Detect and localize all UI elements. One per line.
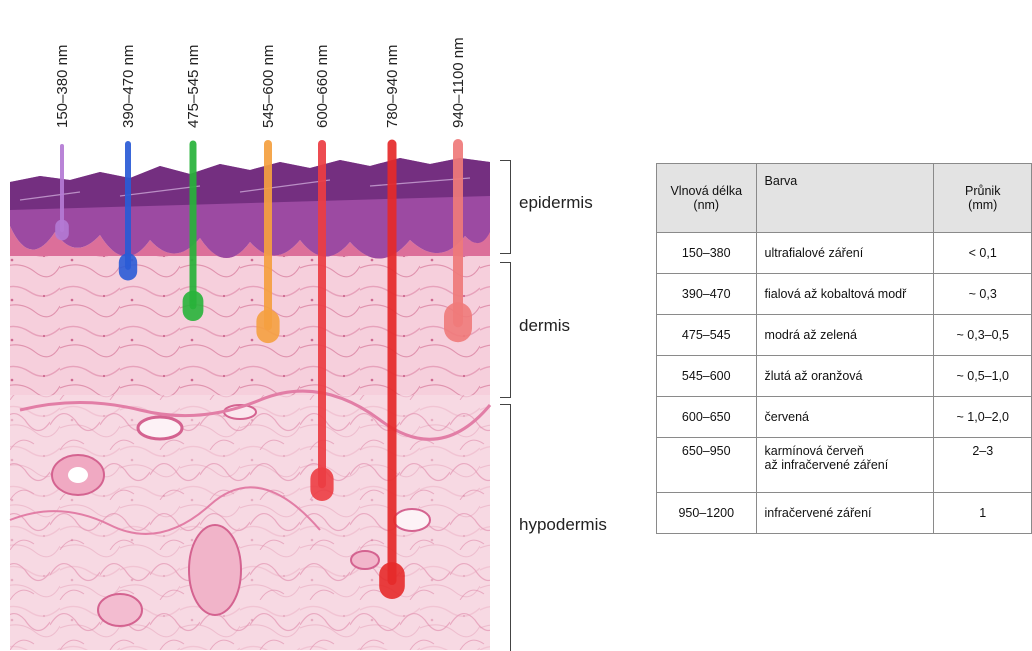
probe-tip	[119, 253, 137, 280]
cell-wavelength: 150–380	[657, 233, 757, 274]
wavelength-label: 545–600 nm	[260, 45, 277, 128]
cell-wavelength: 600–650	[657, 397, 757, 438]
cell-wavelength: 950–1200	[657, 493, 757, 534]
wavelength-label: 780–940 nm	[384, 45, 401, 128]
table-row: 600–650 červená ~ 1,0–2,0	[657, 397, 1032, 438]
wavelength-label: 150–380 nm	[54, 45, 71, 128]
table-row: 950–1200 infračervené záření 1	[657, 493, 1032, 534]
cell-color: modrá až zelená	[756, 315, 934, 356]
cell-color: ultrafialové záření	[756, 233, 934, 274]
epidermis-bracket	[500, 160, 511, 254]
dermis-bracket	[500, 262, 511, 398]
probe-tip	[183, 291, 204, 321]
probe-tip	[55, 220, 69, 241]
table-row: 650–950 karmínová červeň až infračervené…	[657, 438, 1032, 493]
cell-penetration: ~ 0,5–1,0	[934, 356, 1032, 397]
table-header-row: Vlnová délka (nm) Barva Průnik (mm)	[657, 164, 1032, 233]
header-penetration: Průnik (mm)	[934, 164, 1032, 233]
layer-label-epidermis: epidermis	[519, 193, 593, 213]
cell-color: fialová až kobaltová modř	[756, 274, 934, 315]
table-row: 475–545 modrá až zelená ~ 0,3–0,5	[657, 315, 1032, 356]
cell-penetration: ~ 1,0–2,0	[934, 397, 1032, 438]
wavelength-label: 390–470 nm	[120, 45, 137, 128]
cell-color: infračervené záření	[756, 493, 934, 534]
cell-penetration: 2–3	[934, 438, 1032, 493]
probe-tip	[256, 310, 279, 344]
wavelength-label: 475–545 nm	[185, 45, 202, 128]
wavelength-label: 940–1100 nm	[450, 37, 467, 128]
cell-color: žlutá až oranžová	[756, 356, 934, 397]
cell-penetration: < 0,1	[934, 233, 1032, 274]
layer-label-hypodermis: hypodermis	[519, 515, 607, 535]
cell-wavelength: 650–950	[657, 438, 757, 493]
cell-color: karmínová červeň až infračervené záření	[756, 438, 934, 493]
wavelength-label: 600–660 nm	[314, 45, 331, 128]
hypodermis-bracket	[500, 404, 511, 651]
cell-color: červená	[756, 397, 934, 438]
header-color: Barva	[756, 164, 934, 233]
probe-tip	[310, 467, 333, 501]
cell-wavelength: 475–545	[657, 315, 757, 356]
layer-label-dermis: dermis	[519, 316, 570, 336]
cell-wavelength: 545–600	[657, 356, 757, 397]
table-row: 545–600 žlutá až oranžová ~ 0,5–1,0	[657, 356, 1032, 397]
probe-tip	[379, 562, 405, 599]
cell-wavelength: 390–470	[657, 274, 757, 315]
penetration-table: Vlnová délka (nm) Barva Průnik (mm) 150–…	[656, 163, 1032, 534]
cell-penetration: ~ 0,3–0,5	[934, 315, 1032, 356]
table-row: 150–380 ultrafialové záření < 0,1	[657, 233, 1032, 274]
cell-penetration: ~ 0,3	[934, 274, 1032, 315]
table-row: 390–470 fialová až kobaltová modř ~ 0,3	[657, 274, 1032, 315]
header-wavelength: Vlnová délka (nm)	[657, 164, 757, 233]
skin-cross-section-diagram: 150–380 nm 390–470 nm 475–545 nm 545–600 nm…	[0, 0, 500, 650]
cell-penetration: 1	[934, 493, 1032, 534]
probe-tip	[444, 302, 472, 342]
